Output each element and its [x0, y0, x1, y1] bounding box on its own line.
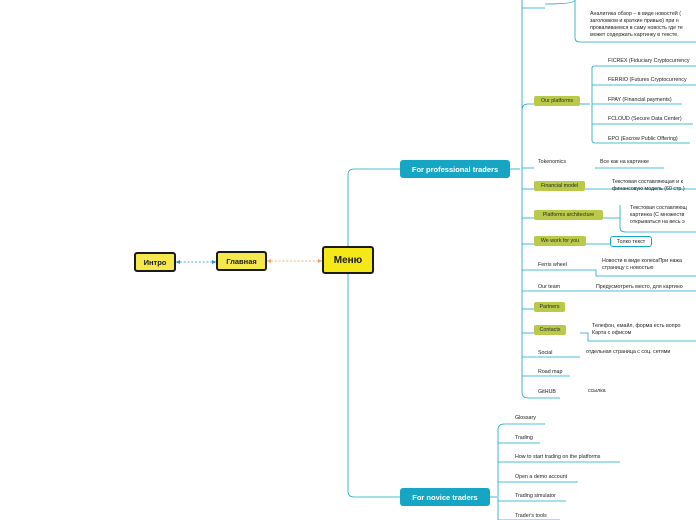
- main-label: Главная: [226, 256, 257, 266]
- financial-model-note-line-1: Текстовая составляющая и к: [612, 179, 683, 185]
- our-team-item[interactable]: Our team: [538, 284, 561, 290]
- menu-label: Меню: [333, 254, 363, 266]
- novice-demo-account[interactable]: Open a demo account: [515, 474, 568, 480]
- analytics-note-line-4: может содержать картинку в тексте.: [590, 32, 679, 38]
- we-work-note: Толко текст: [610, 236, 652, 247]
- platform-ferrio[interactable]: FERRIO (Futures Cryptocurrency: [608, 77, 687, 83]
- contacts-note-line-2: Карта с офисом: [592, 330, 632, 336]
- partners-label: Partners: [539, 304, 560, 310]
- main-node[interactable]: Главная: [216, 251, 267, 271]
- intro-node[interactable]: Интро: [134, 252, 176, 272]
- social-item[interactable]: Social: [538, 350, 553, 356]
- architecture-note-line-2: картинка (С множеств: [630, 212, 685, 218]
- analytics-note-line-1: Аналитика обзор – в виде новостей (: [590, 11, 681, 17]
- we-work-for-you-node[interactable]: We work for you: [534, 236, 586, 246]
- financial-model-label: Financial model: [540, 183, 579, 189]
- platform-ficrex[interactable]: FICREX (Fiduciary Cryptocurrency: [608, 58, 690, 64]
- road-map-item[interactable]: Road map: [538, 369, 563, 375]
- novice-glossary[interactable]: Glossary: [515, 415, 536, 421]
- analytics-note-line-2: заголовком и краткин привью) при н: [590, 18, 679, 24]
- pro-traders-node[interactable]: For professional traders: [400, 160, 510, 178]
- financial-model-node[interactable]: Financial model: [534, 181, 585, 191]
- our-platforms-label: Our platforms: [540, 98, 574, 104]
- novice-traders-label: For novice traders: [412, 492, 478, 502]
- pro-traders-label: For professional traders: [411, 164, 499, 174]
- platform-fcloud[interactable]: FCLOUD (Secure Data Center): [608, 116, 682, 122]
- contacts-node[interactable]: Contacts: [534, 325, 566, 335]
- novice-traders-node[interactable]: For novice traders: [400, 488, 490, 506]
- ferris-note-line-1: Новости в виде колесаПри нажа: [602, 258, 682, 264]
- we-work-note-label: Толко текст: [616, 238, 646, 245]
- ferris-wheel-item[interactable]: Ferris wheel: [538, 262, 567, 268]
- social-note: отдельная страница с соц. сетями: [586, 349, 671, 355]
- our-platforms-node[interactable]: Our platforms: [534, 96, 580, 106]
- contacts-note-line-1: Телефон, емайл, форма есть вопро: [592, 323, 681, 329]
- novice-traders-tools[interactable]: Trader's tools: [515, 513, 547, 519]
- platforms-architecture-label: Platforms architecture: [542, 212, 595, 218]
- architecture-note-line-3: открываться на весь э: [630, 219, 685, 225]
- novice-trading[interactable]: Trading: [515, 435, 533, 441]
- github-note: ссылка: [588, 388, 606, 394]
- tokenomics-note: Все как на картинке: [600, 159, 649, 165]
- team-note: Предусмотреть место, для картино: [596, 284, 683, 290]
- github-item[interactable]: GitHUB: [538, 389, 556, 395]
- analytics-note-line-3: проваливаемся в саму новость где те: [590, 25, 683, 31]
- novice-trading-simulator[interactable]: Trading simulator: [515, 493, 556, 499]
- menu-node[interactable]: Меню: [322, 246, 374, 274]
- platform-epo[interactable]: EPO (Escrow Public Offering): [608, 136, 678, 142]
- novice-how-to-start[interactable]: How to start trading on the platforms: [515, 454, 601, 460]
- financial-model-note-line-2: финансовую модель (60 стр.): [612, 186, 685, 192]
- partners-node[interactable]: Partners: [534, 302, 565, 312]
- platforms-architecture-node[interactable]: Platforms architecture: [534, 210, 603, 220]
- platform-fpay[interactable]: FPAY (Financial payments): [608, 97, 672, 103]
- intro-label: Интро: [143, 257, 167, 267]
- architecture-note-line-1: Текстовая составляющ: [630, 205, 687, 211]
- contacts-label: Contacts: [539, 327, 561, 333]
- ferris-note-line-2: страницу с новостью: [602, 265, 654, 271]
- we-work-for-you-label: We work for you: [540, 238, 580, 244]
- tokenomics-item[interactable]: Tokenomics: [538, 159, 566, 165]
